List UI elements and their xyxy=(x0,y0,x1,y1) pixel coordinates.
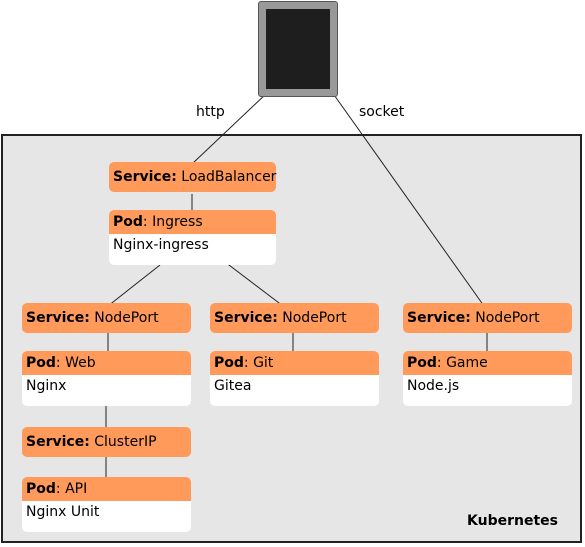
pod-game: Pod: Game Node.js xyxy=(403,351,572,406)
pod-header: Pod: Game xyxy=(403,351,572,375)
pod-header: Pod: Git xyxy=(210,351,379,375)
edge-ingress-to-git xyxy=(224,261,284,307)
service-type-label: NodePort xyxy=(475,310,540,326)
service-kind-label: Service: xyxy=(214,310,278,326)
edge-ingress-to-web xyxy=(107,264,161,307)
pod-name-label: : Game xyxy=(436,355,488,371)
pod-name-label: : Web xyxy=(55,355,96,371)
pod-header: Pod: Ingress xyxy=(109,210,276,234)
service-kind-label: Service: xyxy=(407,310,471,326)
client-device xyxy=(258,1,338,97)
service-kind-label: Service: xyxy=(113,169,177,185)
cluster-label: Kubernetes xyxy=(467,513,558,529)
device-screen xyxy=(266,9,330,89)
edge-label-socket: socket xyxy=(359,104,405,120)
pod-container-label: Gitea xyxy=(214,378,252,394)
pod-kind-label: Pod xyxy=(407,355,437,371)
service-type-label: ClusterIP xyxy=(94,434,157,450)
pod-container-label: Nginx-ingress xyxy=(113,237,209,253)
service-kind-label: Service: xyxy=(26,310,90,326)
edge-device-to-loadbalancer xyxy=(191,91,269,165)
pod-git: Pod: Git Gitea xyxy=(210,351,379,406)
pod-container-label: Nginx Unit xyxy=(26,504,100,520)
pod-kind-label: Pod xyxy=(214,355,244,371)
pod-name-label: : API xyxy=(55,481,88,497)
edge-device-to-game xyxy=(331,91,485,307)
service-nodeport-web: Service: NodePort xyxy=(22,303,191,333)
pod-name-label: : Ingress xyxy=(142,214,203,230)
pod-kind-label: Pod xyxy=(113,214,143,230)
service-kind-label: Service: xyxy=(26,434,90,450)
pod-container-label: Node.js xyxy=(407,378,460,394)
pod-kind-label: Pod xyxy=(26,481,56,497)
edge-label-http: http xyxy=(196,104,225,120)
pod-container-label: Nginx xyxy=(26,378,67,394)
service-type-label: NodePort xyxy=(282,310,347,326)
service-type-label: NodePort xyxy=(94,310,159,326)
service-nodeport-game: Service: NodePort xyxy=(403,303,572,333)
pod-api: Pod: API Nginx Unit xyxy=(22,477,191,532)
pod-kind-label: Pod xyxy=(26,355,56,371)
pod-header: Pod: Web xyxy=(22,351,191,375)
pod-ingress: Pod: Ingress Nginx-ingress xyxy=(109,210,276,265)
pod-name-label: : Git xyxy=(243,355,274,371)
service-clusterip-api: Service: ClusterIP xyxy=(22,427,191,457)
kubernetes-cluster: Kubernetes xyxy=(1,134,582,543)
pod-web: Pod: Web Nginx xyxy=(22,351,191,406)
service-type-label: LoadBalancer xyxy=(181,169,277,185)
pod-header: Pod: API xyxy=(22,477,191,501)
service-nodeport-git: Service: NodePort xyxy=(210,303,379,333)
service-loadbalancer: Service: LoadBalancer xyxy=(109,162,276,192)
